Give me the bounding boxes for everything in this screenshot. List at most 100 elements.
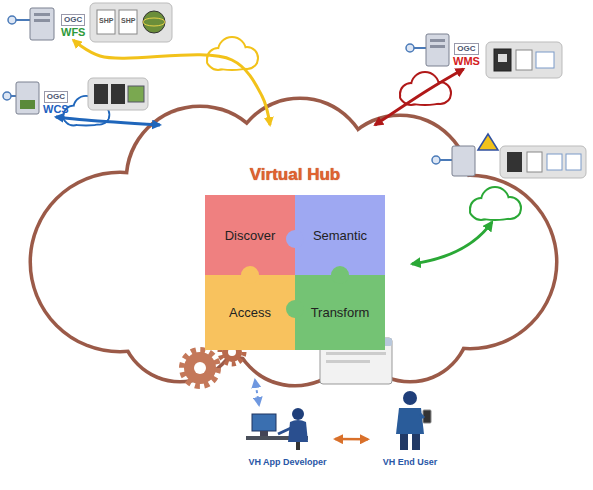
service-node: OGCWFS: [60, 7, 86, 40]
red-cloud: [401, 73, 450, 104]
puzzle-piece: Access: [205, 275, 295, 350]
file-tray: [547, 154, 562, 170]
file-tray: [498, 54, 507, 62]
virtual-hub-cloud: [32, 100, 555, 384]
connector-arrow: [255, 380, 259, 405]
connector-arrow: [56, 117, 160, 125]
server-icon: [30, 8, 54, 40]
file-tray: [119, 10, 137, 34]
file-tray: [500, 146, 586, 178]
file-tray: [111, 84, 125, 104]
browser-window-icon: [326, 352, 386, 355]
file-tray: [88, 78, 148, 110]
green-arrow: [412, 222, 492, 264]
server-icon: [34, 13, 50, 16]
file-tray: [97, 10, 115, 34]
hub-title: Virtual Hub: [45, 165, 545, 185]
server-icon: [478, 134, 498, 150]
service-node: OGCWMS: [452, 36, 481, 69]
green-cloud: [471, 188, 520, 219]
connector-arrow: [335, 438, 368, 441]
file-tray: [500, 146, 586, 178]
red-cloud: [401, 73, 450, 104]
gear-icon: [182, 350, 218, 386]
developer-figure: [288, 420, 308, 442]
service-name: WMS: [453, 55, 480, 68]
file-tray: [566, 154, 581, 170]
server-icon: [432, 156, 440, 164]
file-tray: [507, 152, 522, 172]
server-icon: [3, 92, 11, 100]
server-icon: [406, 44, 414, 52]
puzzle-tab: [331, 266, 349, 284]
piece-label: Discover: [225, 228, 276, 243]
ogc-badge: OGC: [454, 43, 478, 55]
service-name: WCS: [43, 103, 69, 116]
virtual-hub-cloud: [32, 100, 555, 384]
puzzle-piece: Semantic: [295, 195, 385, 275]
file-tray: [143, 18, 165, 26]
file-tray: [486, 42, 562, 78]
end-user-figure: [396, 408, 424, 434]
developer-figure: [292, 408, 304, 420]
puzzle-tab: [286, 230, 304, 248]
puzzle-piece: Discover: [205, 195, 295, 275]
server-icon: [430, 45, 445, 48]
connector-arrow: [375, 69, 464, 125]
ogc-badge: OGC: [44, 91, 68, 103]
server-icon: [426, 34, 449, 66]
file-type-label: SHP: [121, 17, 135, 24]
user-node: VH App Developer: [240, 405, 335, 467]
end-user-figure: [396, 391, 431, 450]
green-cloud: [471, 188, 520, 219]
service-name: WFS: [61, 26, 85, 39]
gear-icon: [194, 362, 206, 374]
puzzle-piece: Transform: [295, 275, 385, 350]
server-icon: [8, 8, 54, 40]
yellow-cloud: [208, 38, 257, 69]
developer-figure: [246, 408, 308, 450]
file-tray: [527, 152, 542, 172]
puzzle-tab: [286, 300, 304, 318]
developer-figure: [296, 442, 300, 450]
end-user-figure: [400, 434, 408, 450]
user-node: VH End User: [368, 388, 452, 467]
server-icon: [452, 146, 475, 176]
developer-figure: [278, 428, 291, 434]
file-tray: [486, 42, 562, 78]
file-type-label: SHP: [99, 17, 113, 24]
developer-figure: [260, 431, 268, 436]
piece-label: Access: [229, 305, 271, 320]
end-user-figure: [412, 434, 420, 450]
file-tray: [143, 11, 165, 33]
end-user-figure: [403, 391, 417, 405]
yellow-cloud: [208, 38, 257, 69]
server-icon: [16, 82, 39, 114]
file-tray: [90, 3, 172, 42]
piece-label: Semantic: [313, 228, 367, 243]
green-cloud: [471, 188, 520, 219]
ogc-badge: OGC: [61, 14, 85, 26]
yellow-cloud: [208, 38, 257, 69]
connector-arrow: [73, 40, 270, 125]
user-label: VH App Developer: [246, 457, 328, 467]
server-icon: [3, 82, 39, 114]
file-tray: [90, 3, 172, 42]
service-node: OGCWCS: [42, 84, 70, 117]
developer-figure: [252, 414, 276, 431]
red-cloud: [401, 73, 450, 104]
file-tray: [516, 50, 532, 70]
server-icon: [406, 34, 449, 66]
file-tray: [536, 52, 554, 68]
puzzle-tab: [241, 266, 259, 284]
server-icon: [432, 134, 498, 176]
piece-label: Transform: [311, 305, 370, 320]
user-label: VH End User: [381, 457, 440, 467]
server-icon: [8, 16, 16, 24]
server-icon: [20, 100, 35, 109]
virtual-hub-cloud: [32, 100, 555, 384]
file-tray: [128, 86, 144, 102]
server-icon: [430, 39, 445, 42]
